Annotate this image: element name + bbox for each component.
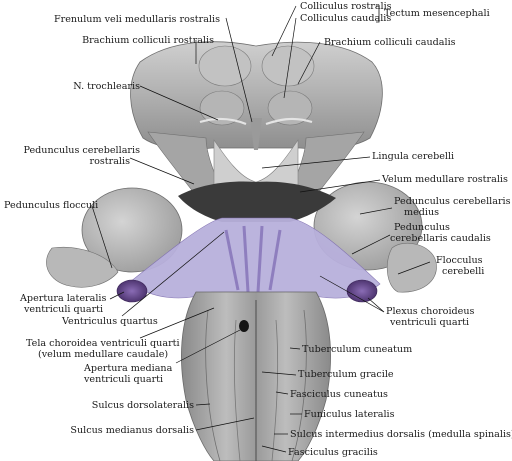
label-brachium-caudalis: Brachium colliculi caudalis [324, 37, 456, 48]
label-plexus-choroideus-line2: ventriculi quarti [390, 317, 470, 328]
label-apertura-mediana-line1: Apertura mediana [84, 363, 173, 374]
flocculus-left [46, 246, 119, 288]
sulcus-dorsolateralis-left [205, 309, 221, 461]
flocculus-right [386, 242, 437, 293]
label-plexus-choroideus-line1: Plexus choroideus [386, 306, 475, 317]
label-brachium-rostralis: Brachium colliculi rostralis [82, 35, 214, 46]
label-colliculus-caudalis: Colliculus caudalis [300, 13, 392, 24]
apertura-mediana-hole [239, 320, 249, 332]
label-velum-medullare-rostralis: Velum medullare rostralis [382, 174, 508, 185]
label-tuberculum-gracile: Tuberculum gracile [298, 369, 394, 380]
label-pedunculus-caudalis-line2: cerebellaris caudalis [390, 233, 491, 244]
label-lingula-cerebelli: Lingula cerebelli [372, 151, 455, 162]
colliculus-caudalis-right [267, 90, 313, 126]
sulcus-dorsolateralis-right [291, 309, 307, 461]
leader-lines [91, 5, 431, 453]
label-fasciculus-gracilis: Fasciculus gracilis [288, 447, 378, 458]
label-flocculus-line1: Flocculus [436, 255, 483, 266]
n-trochlearis-nerve [199, 117, 313, 126]
label-pedunculus-rostralis-line2: rostralis [89, 156, 130, 167]
label-ventriculus-quartus: Ventriculus quartus [62, 316, 158, 327]
sulcus-intermedius-right [271, 319, 279, 461]
label-apertura-mediana-line2: ventriculi quarti [84, 374, 164, 385]
label-apertura-lateralis-line2: ventriculi quarti [24, 304, 104, 315]
tectum-bracket [376, 5, 380, 23]
label-sulcus-medianus-dorsalis: Sulcus medianus dorsalis [70, 425, 194, 436]
plexus-choroideus-left [116, 279, 148, 303]
label-tela-choroidea-line2: (velum medullare caudale) [38, 349, 169, 360]
plexus-choroideus-right [346, 279, 378, 303]
label-sulcus-dorsolateralis: Sulcus dorsolateralis [91, 400, 194, 411]
colliculus-caudalis-left [199, 90, 245, 126]
pedunculus-medius-left [81, 187, 183, 273]
lingula-velum [213, 139, 299, 186]
label-sulcus-intermedius-dorsalis: Sulcus intermedius dorsalis (medulla spi… [290, 429, 512, 440]
ventricle-roof-dark [178, 181, 336, 222]
colliculus-rostralis-left [198, 45, 252, 87]
sulcus-intermedius-left [233, 319, 241, 461]
label-flocculus-line2: cerebelli [442, 266, 485, 277]
label-n-trochlearis: N. trochlearis [73, 81, 140, 92]
frenulum [250, 118, 262, 150]
label-pedunculus-flocculi: Pedunculus flocculi [4, 200, 99, 211]
label-funiculus-lateralis: Funiculus lateralis [304, 409, 395, 420]
colliculus-rostralis-right [261, 45, 315, 87]
label-tuberculum-cuneatum: Tuberculum cuneatum [302, 344, 413, 355]
label-pedunculus-medius-line1: Pedunculus cerebellaris [394, 196, 511, 207]
label-pedunculus-rostralis-line1: Pedunculus cerebellaris [23, 145, 140, 156]
label-fasciculus-cuneatus: Fasciculus cuneatus [290, 389, 388, 400]
label-tela-choroidea-line1: Tela choroidea ventriculi quarti [26, 338, 180, 349]
tela-choroidea [129, 217, 381, 299]
label-tectum-mesencephali: Tectum mesencephali [384, 8, 490, 19]
label-frenulum-veli: Frenulum veli medullaris rostralis [53, 14, 220, 25]
tela-folds [224, 225, 282, 293]
label-pedunculus-medius-line2: medius [404, 207, 440, 218]
tectum-mass [130, 41, 383, 150]
label-pedunculus-caudalis-line1: Pedunculus [394, 222, 450, 233]
label-apertura-lateralis-line1: Apertura lateralis [20, 293, 107, 304]
label-colliculus-rostralis: Colliculus rostralis [300, 1, 392, 12]
